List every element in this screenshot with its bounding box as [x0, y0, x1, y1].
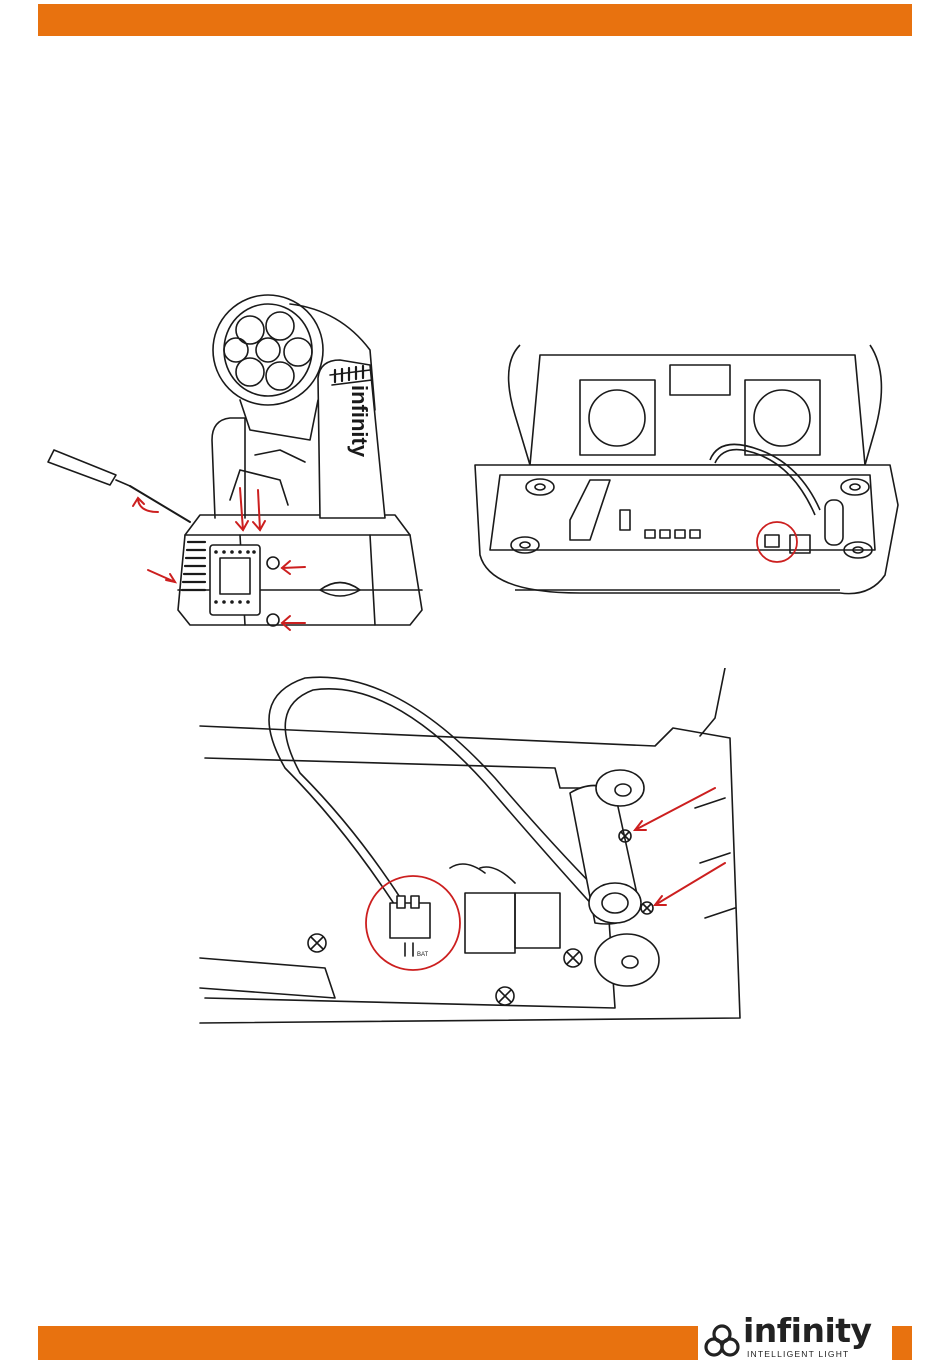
logo-wordmark: infinity — [743, 1314, 872, 1347]
infinity-logo: infinity INTELLIGENT LIGHT — [703, 1318, 889, 1364]
opened-base-battery-illustration — [470, 335, 900, 610]
footer-accent-bar — [38, 1326, 698, 1360]
battery-connector-detail-illustration: BAT — [195, 668, 760, 1038]
header-accent-bar — [38, 4, 912, 36]
fixture-base-removal-illustration: infinity — [40, 290, 440, 660]
footer-accent-bar-end — [892, 1326, 912, 1360]
connector-label: BAT — [417, 952, 429, 958]
logo-tagline: INTELLIGENT LIGHT — [747, 1349, 849, 1359]
infinity-trefoil-logo-icon — [703, 1322, 741, 1358]
fixture-brand-label: infinity — [347, 385, 372, 458]
